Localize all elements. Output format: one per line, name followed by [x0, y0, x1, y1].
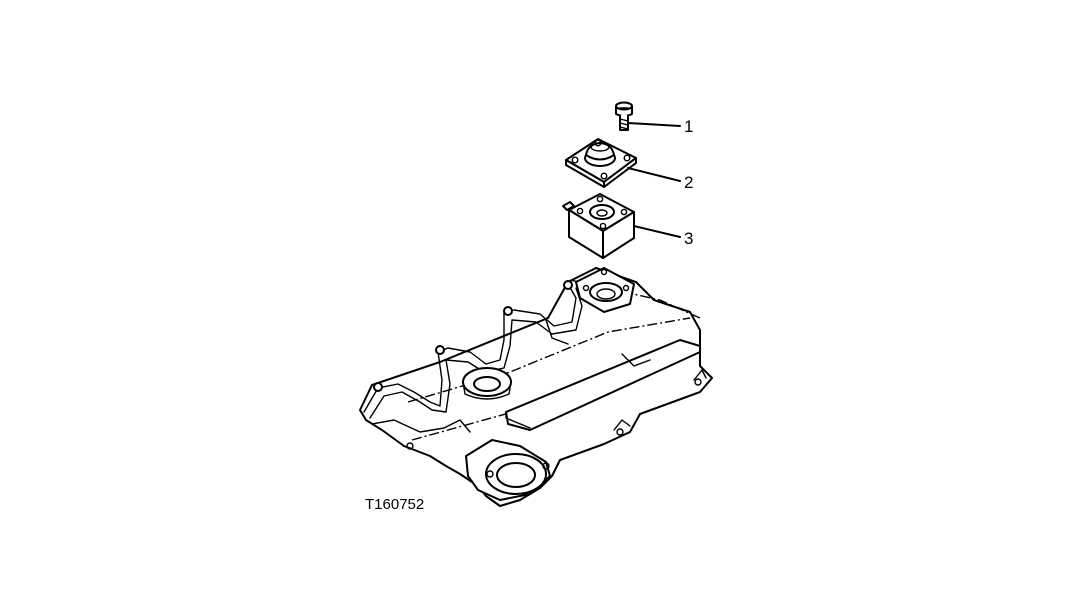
- engine-cover-casting: [359, 267, 713, 507]
- callout-3: 3: [684, 229, 693, 248]
- callout-1: 1: [684, 117, 693, 136]
- figure-id-label: T160752: [365, 496, 424, 513]
- thermostat-housing-part: [562, 193, 635, 259]
- leader-lines: [627, 122, 681, 238]
- callout-2: 2: [684, 173, 693, 192]
- thermostat-cover-part: [565, 138, 637, 188]
- cap-screw-part: [615, 101, 633, 131]
